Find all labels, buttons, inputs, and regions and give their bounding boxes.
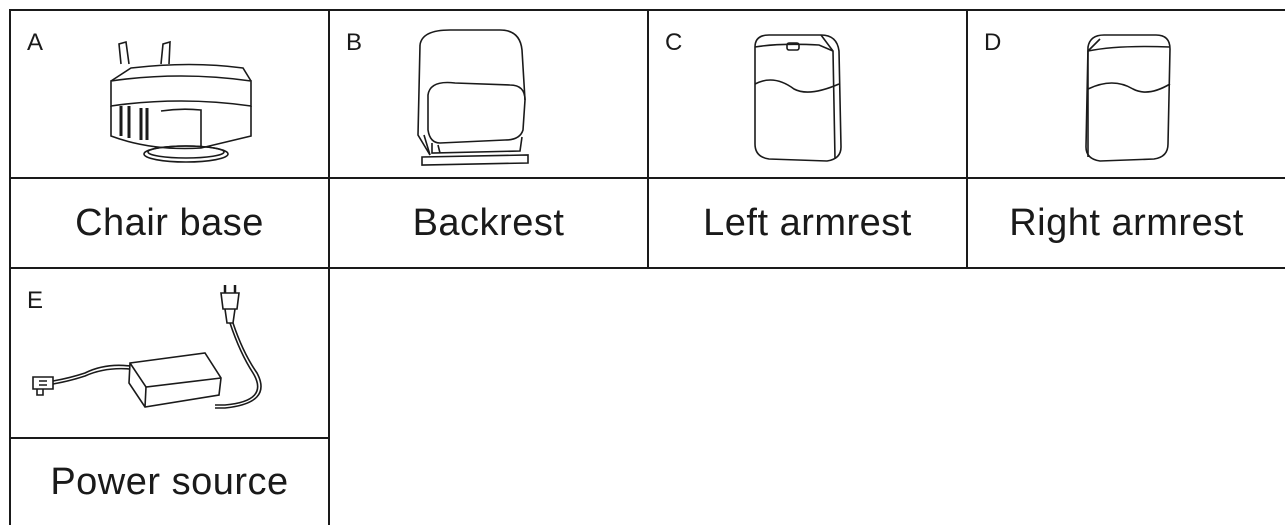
part-cell-c: C: [649, 11, 966, 177]
part-name: Right armrest: [1009, 201, 1244, 244]
part-cell-e: E: [11, 269, 328, 437]
power-source-icon: [25, 283, 285, 433]
part-name-cell-e: Power source: [11, 439, 328, 525]
left-armrest-icon: [749, 29, 849, 169]
part-name: Chair base: [75, 201, 264, 244]
part-name-cell-c: Left armrest: [649, 179, 966, 267]
part-name-cell-a: Chair base: [11, 179, 328, 267]
border-left: [9, 9, 11, 525]
part-cell-d: D: [968, 11, 1285, 177]
chair-base-icon: [101, 26, 261, 166]
part-cell-a: A: [11, 11, 328, 177]
right-armrest-icon: [1078, 29, 1178, 169]
part-cell-b: B: [330, 11, 647, 177]
part-name: Left armrest: [703, 201, 912, 244]
part-letter: D: [984, 29, 1002, 56]
part-letter: C: [665, 29, 683, 56]
border-col3: [966, 9, 968, 269]
part-letter: E: [27, 287, 44, 314]
part-name: Backrest: [412, 201, 565, 244]
part-letter: B: [346, 29, 363, 56]
backrest-icon: [410, 25, 540, 175]
part-name-cell-b: Backrest: [330, 179, 647, 267]
part-name-cell-d: Right armrest: [968, 179, 1285, 267]
part-name: Power source: [50, 460, 289, 503]
border-row3: [9, 437, 329, 439]
border-col1: [328, 9, 330, 525]
part-letter: A: [27, 29, 44, 56]
border-col2: [647, 9, 649, 269]
